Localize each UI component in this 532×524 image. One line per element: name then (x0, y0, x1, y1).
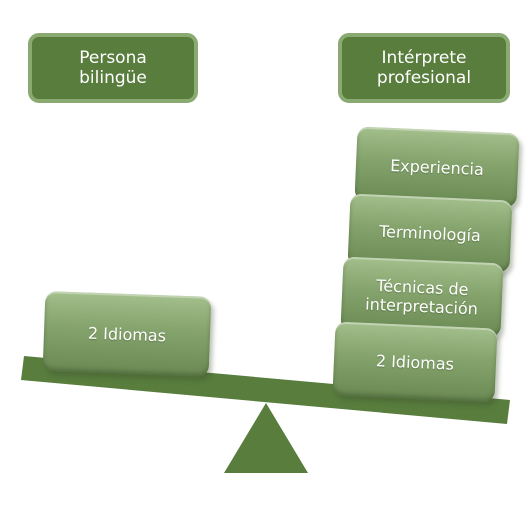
right-block-experience-text: Experiencia (389, 155, 485, 179)
professional-interpreter-label: Intérprete profesional (338, 33, 510, 103)
left-block-two-languages: 2 Idiomas (42, 291, 212, 377)
professional-interpreter-label-text: Intérprete profesional (376, 48, 472, 88)
right-block-interpretation-techniques-text: Técnicas de interpretación (364, 276, 479, 319)
right-block-two-languages-text: 2 Idiomas (375, 350, 455, 374)
right-block-two-languages: 2 Idiomas (332, 321, 498, 403)
bilingual-person-label-text: Persona bilingüe (79, 48, 147, 88)
bilingual-person-label: Persona bilingüe (28, 33, 198, 103)
right-block-terminology-text: Terminología (378, 221, 482, 245)
seesaw-fulcrum (224, 403, 308, 473)
left-block-two-languages-text: 2 Idiomas (87, 323, 167, 345)
